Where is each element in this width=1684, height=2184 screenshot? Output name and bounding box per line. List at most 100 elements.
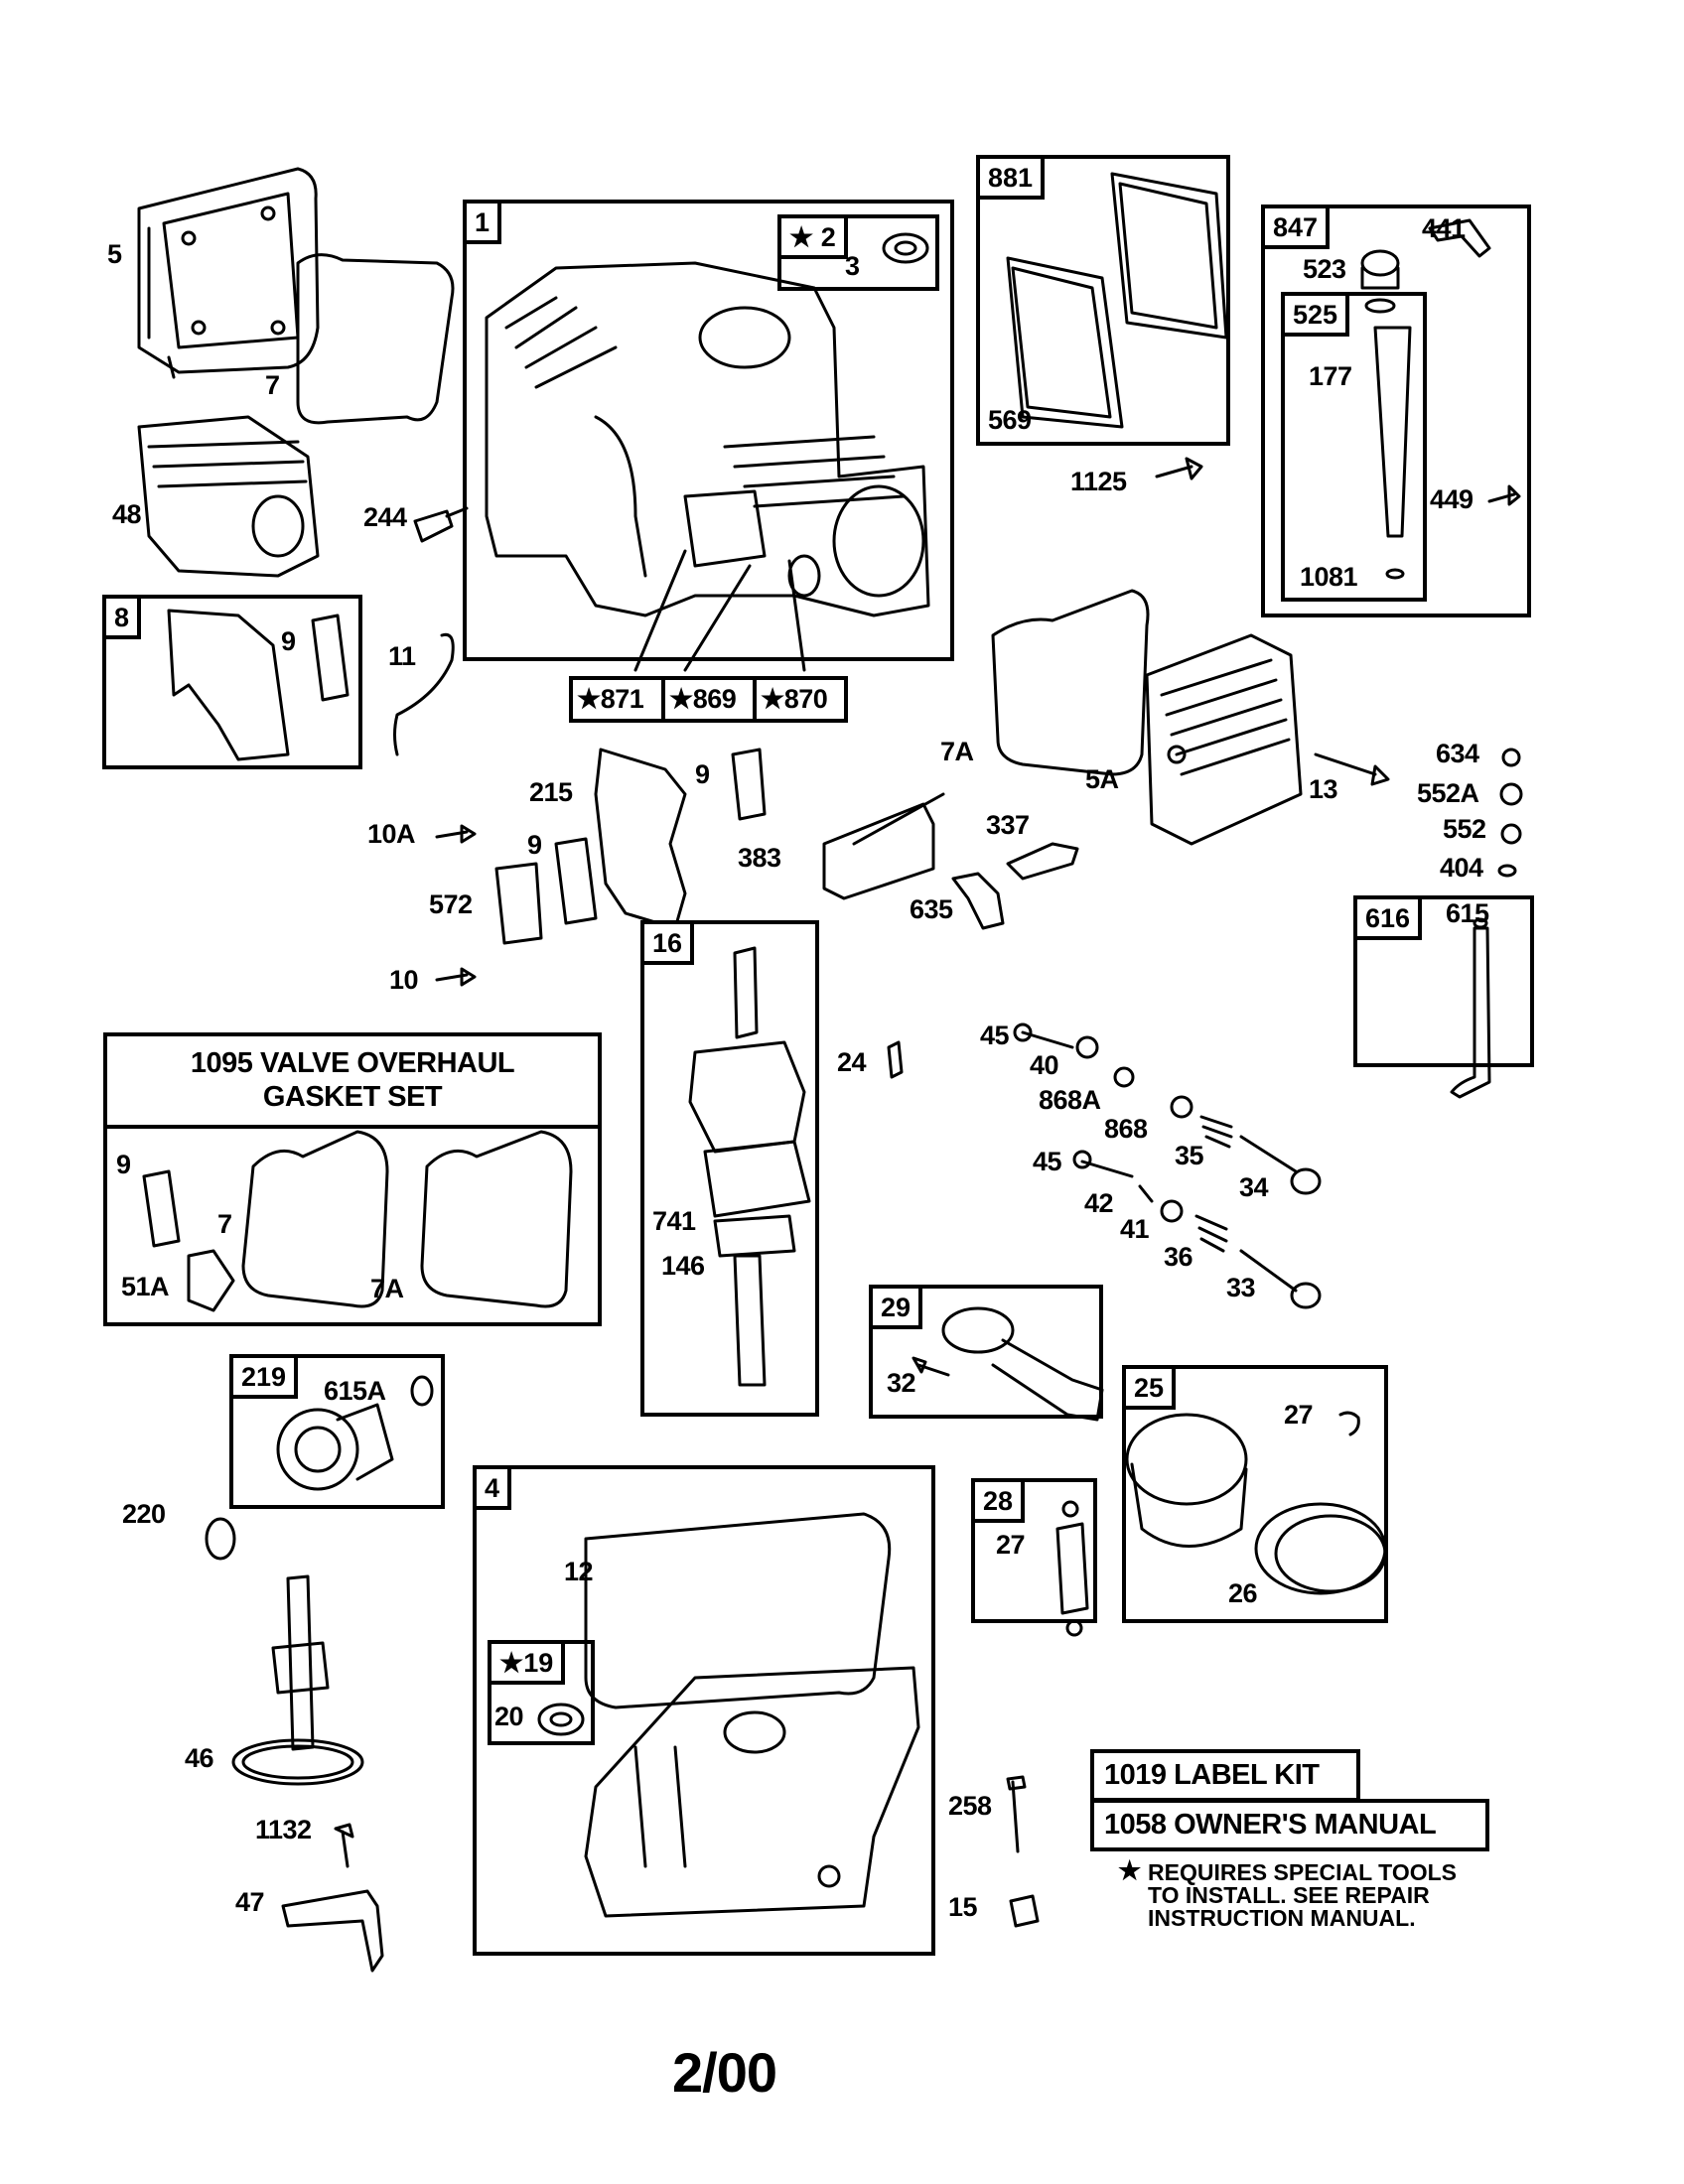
crankshaft-drawing xyxy=(688,946,811,1387)
gasket-set-title-line2: GASKET SET xyxy=(262,1081,443,1113)
part-label: 868 xyxy=(1104,1114,1148,1144)
part-label: 7 xyxy=(265,370,280,400)
part-label: 40 xyxy=(1030,1050,1059,1080)
cylinder-head-drawing xyxy=(1145,633,1303,846)
engine-block-drawing xyxy=(485,261,930,617)
washer-615A-drawing xyxy=(410,1375,434,1407)
label-kit-box: 1019 LABEL KIT xyxy=(1090,1749,1360,1802)
tag-871: ★871 xyxy=(569,676,665,723)
part-label: 46 xyxy=(185,1743,214,1773)
box-tag-616: 616 xyxy=(1353,895,1423,940)
small-hardware-drawing xyxy=(1497,748,1523,878)
part-label: 1132 xyxy=(255,1815,312,1844)
gasket-9c-drawing xyxy=(554,837,598,925)
box-tag-4: 4 xyxy=(473,1465,512,1510)
seal-20-drawing xyxy=(537,1703,585,1736)
drain-plug-drawing xyxy=(1009,1894,1040,1928)
part-label: 20 xyxy=(494,1702,524,1731)
box-616: 616 xyxy=(1353,895,1534,1067)
part-label: 5A xyxy=(1085,764,1119,794)
part-label: 48 xyxy=(112,499,142,529)
bolt-258-drawing xyxy=(1006,1775,1027,1853)
air-baffle-drawing xyxy=(167,609,290,761)
box-219: 219 xyxy=(229,1354,445,1509)
part-label: 36 xyxy=(1164,1242,1193,1272)
sump-drawing xyxy=(584,1666,920,1918)
camshaft-drawing xyxy=(231,1574,364,1786)
box-sump: 4 xyxy=(473,1465,935,1956)
leader-lines xyxy=(633,549,806,672)
breather-tube-drawing xyxy=(393,632,455,756)
gasket-set-title-line1: 1095 VALVE OVERHAUL xyxy=(190,1047,515,1079)
part-label: 146 xyxy=(661,1251,705,1281)
part-label: 552 xyxy=(1443,814,1486,844)
box-connecting-rod: 29 xyxy=(869,1285,1103,1419)
governor-shaft-drawing xyxy=(1450,917,1491,1099)
part-label: 10A xyxy=(367,819,416,849)
piston-clip-drawing xyxy=(1338,1411,1360,1436)
part-label: 15 xyxy=(948,1892,978,1922)
part-label: 741 xyxy=(652,1206,696,1236)
note-line-2: TO INSTALL. SEE REPAIR xyxy=(1148,1882,1430,1908)
part-label: 177 xyxy=(1309,361,1352,391)
plug-boot-drawing xyxy=(951,872,1005,930)
valve-train-drawing xyxy=(1013,1023,1322,1309)
part-label: 220 xyxy=(122,1499,166,1529)
box-tag-881: 881 xyxy=(976,155,1046,200)
part-label: 13 xyxy=(1309,774,1338,804)
gasket-set-drawings xyxy=(142,1130,573,1312)
part-label: 9 xyxy=(281,626,296,656)
oil-seal-drawing xyxy=(882,232,929,264)
part-label: 868A xyxy=(1039,1085,1101,1115)
part-label: 42 xyxy=(1084,1188,1114,1218)
box-tag-28: 28 xyxy=(971,1478,1026,1523)
dipstick-tube-drawing xyxy=(1360,218,1491,580)
governor-gear-drawing xyxy=(276,1403,394,1491)
box-tag-847: 847 xyxy=(1261,205,1331,249)
screw-10A-drawing xyxy=(435,824,477,844)
part-label: 27 xyxy=(1284,1400,1314,1430)
component-383-drawing xyxy=(822,792,945,900)
part-label: 615 xyxy=(1446,898,1489,928)
part-label: 449 xyxy=(1430,484,1474,514)
part-label: 615A xyxy=(324,1376,386,1406)
part-label: 11 xyxy=(388,641,416,671)
box-19: ★19 xyxy=(488,1640,595,1745)
part-label: 572 xyxy=(429,889,473,919)
box-piston: 25 xyxy=(1122,1365,1388,1623)
cylinder-head-cover-drawing xyxy=(137,167,320,379)
head-bolt-drawing xyxy=(1314,752,1390,786)
box-881: 881 xyxy=(976,155,1230,446)
part-label: 523 xyxy=(1303,254,1346,284)
screw-1132-drawing xyxy=(334,1823,354,1868)
part-label: 9 xyxy=(527,830,542,860)
part-label: 634 xyxy=(1436,739,1479,768)
part-label: 7A xyxy=(370,1274,404,1303)
part-label: 47 xyxy=(235,1887,265,1917)
box-seal-kit: ★ 2 xyxy=(777,214,939,291)
box-tag-16: 16 xyxy=(640,920,695,965)
rod-bolt-drawing xyxy=(912,1356,950,1377)
box-gasket-set: 1095 VALVE OVERHAUL GASKET SET xyxy=(103,1032,602,1326)
washer-220-drawing xyxy=(205,1517,236,1561)
part-label: 441 xyxy=(1422,213,1466,243)
part-label: 1081 xyxy=(1300,562,1358,592)
part-label: 32 xyxy=(887,1368,916,1398)
box-847: 847 xyxy=(1261,205,1531,617)
box-crankshaft: 16 xyxy=(640,920,819,1417)
part-label: 41 xyxy=(1120,1214,1150,1244)
note-line-1: REQUIRES SPECIAL TOOLS xyxy=(1148,1859,1457,1885)
key-drawing xyxy=(887,1040,904,1079)
box-tag-29: 29 xyxy=(869,1285,923,1329)
part-label: 383 xyxy=(738,843,781,873)
tag-870: ★870 xyxy=(753,676,848,723)
tag-869: ★869 xyxy=(661,676,757,723)
part-label: 24 xyxy=(837,1047,867,1077)
part-label: 35 xyxy=(1175,1141,1204,1170)
box-tag-8: 8 xyxy=(102,595,142,639)
screw-449-drawing xyxy=(1487,484,1521,506)
box-8: 8 xyxy=(102,595,362,769)
part-label: 552A xyxy=(1417,778,1479,808)
